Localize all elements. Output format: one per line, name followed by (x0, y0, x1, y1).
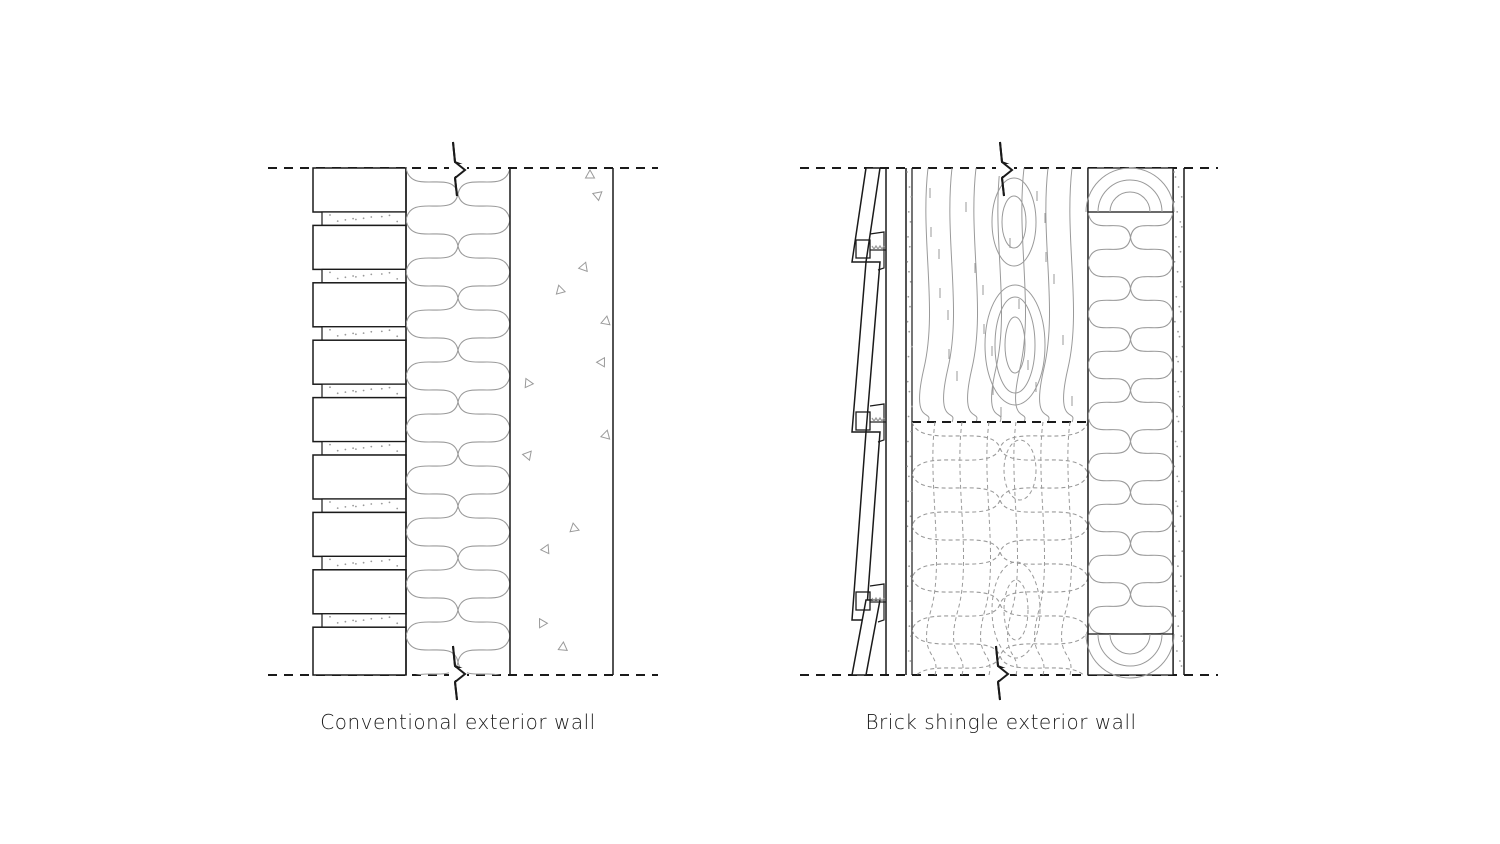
mortar-stipple (329, 558, 399, 567)
brick-shingles (851, 167, 886, 676)
sheathing-stipple (906, 171, 913, 662)
brick (312, 224, 407, 271)
brick (312, 339, 407, 385)
aggregate-mark (600, 315, 611, 326)
aggregate-mark (595, 356, 606, 368)
shingle-clip (855, 583, 886, 623)
interior-board-stipple (1173, 171, 1184, 667)
aggregate-mark (577, 261, 588, 273)
timber-block (919, 167, 1074, 423)
aggregate-mark (591, 191, 603, 202)
brick-shingle (851, 261, 881, 433)
brick (312, 167, 407, 213)
brick (312, 282, 407, 328)
plate-grain-rings (1085, 633, 1175, 679)
brick (312, 454, 407, 500)
insulation-batt-pattern (1088, 212, 1173, 634)
grain-ticks (929, 188, 1073, 417)
mortar-stipple (329, 328, 399, 338)
brick (312, 511, 407, 558)
top-plate (1087, 167, 1174, 213)
aggregate-mark (569, 522, 580, 533)
brick-veneer (312, 167, 407, 676)
brick-shingle-wall-caption: Brick shingle exterior wall (865, 710, 1137, 734)
aggregate-mark (555, 284, 567, 295)
mortar-stipple (329, 214, 399, 223)
mortar-stipple (329, 501, 399, 510)
aggregate-mark (557, 640, 569, 651)
aggregate-mark (521, 450, 532, 462)
brick (312, 626, 407, 676)
shingle-clip (855, 231, 886, 271)
brick (312, 569, 407, 615)
shingle-clip (855, 403, 886, 443)
mortar-stipple (329, 615, 399, 625)
mortar-stipple (329, 386, 399, 395)
aggregate-mark (538, 617, 549, 629)
brick (312, 396, 407, 443)
bottom-plate (1087, 633, 1174, 676)
aggregate-mark (599, 429, 611, 440)
plate-grain-rings (1085, 167, 1175, 213)
dashed-grain (926, 421, 1073, 676)
conventional-wall-section (268, 141, 658, 701)
aggregate-mark (524, 377, 535, 389)
conventional-wall-caption: Conventional exterior wall (320, 710, 596, 734)
insulation-batt-pattern (406, 168, 510, 675)
aggregate-mark (584, 168, 596, 179)
mortar-stipple (329, 271, 399, 280)
brick-shingle-wall-section (800, 141, 1218, 701)
aggregate-mark (539, 543, 550, 555)
mortar-stipple (329, 443, 399, 452)
insulated-timber-block (912, 421, 1088, 676)
